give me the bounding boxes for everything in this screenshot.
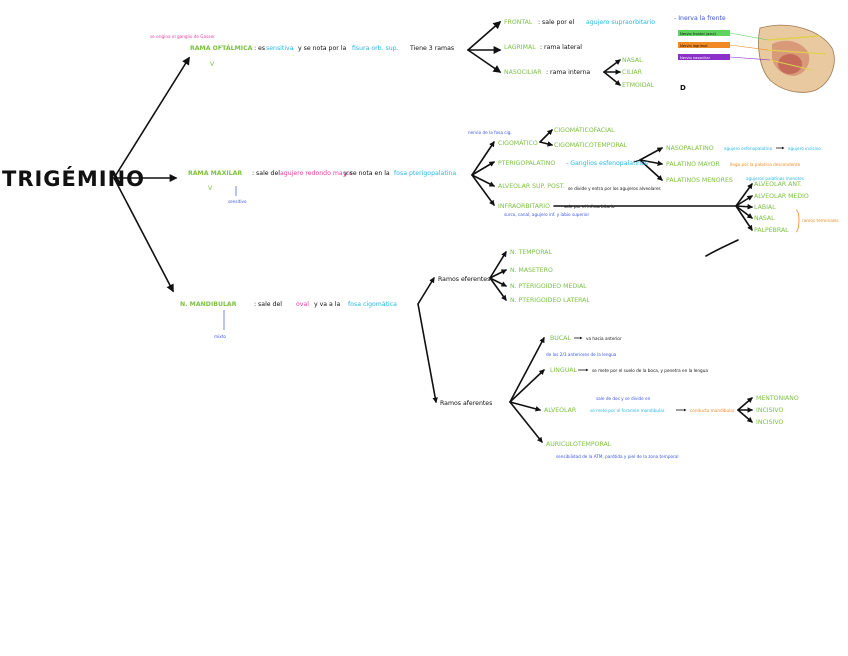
incisivo-b-label: INCISIVO — [756, 419, 783, 426]
cigomaticofacial-label: CIGOMÁTICOFACIAL — [554, 125, 615, 134]
oftalmica-word1: sensitiva — [266, 45, 294, 52]
maxilar-branch: RAMA MAXILAR : sale del agujero redondo … — [188, 125, 839, 257]
cigomaticotemporal-label: CIGOMÁTICOTEMPORAL — [554, 140, 628, 149]
nasociliar-label: NASOCILIAR — [504, 69, 542, 76]
maxilar-name: RAMA MAXILAR — [188, 170, 242, 177]
alveolar-sup-post-desc: se divide y entra por los agujeros alveo… — [568, 186, 661, 191]
maxilar-fossa-note: nervio de la fosa cig. — [468, 130, 512, 135]
pterigoideo-medial-label: N. PTERIGOIDEO MEDIAL — [510, 283, 587, 290]
sub-alveolar-ant: ALVEOLAR ANT. — [754, 181, 802, 188]
infraorbitario-label: INFRAORBITARIO — [498, 203, 550, 210]
maseterino-label: N. MASETERO — [510, 267, 553, 274]
main-branch-arrows — [113, 56, 190, 293]
alveolar-inf-desc1: se mete por el foramen mandibular — [590, 408, 665, 413]
incisivo-a-label: INCISIVO — [756, 407, 783, 414]
oftalmica-sep1: : es — [254, 45, 265, 52]
ramos-terminales-note: ramos terminales — [802, 218, 839, 223]
nasopalatino-label: NASOPALATINO — [666, 145, 714, 152]
cigomatico-label: CIGOMÁTICO — [498, 138, 538, 147]
lagrimal-desc: : rama lateral — [540, 44, 582, 51]
auriculotemporal-note: sensibilidad de la ATM, parótida y piel … — [556, 454, 679, 459]
lingual-note: de los 2/3 anteriores de la lengua — [546, 352, 617, 357]
nasal-label: NASAL — [622, 57, 643, 64]
palatinos-menores-desc: agujeros palatinos menores — [746, 176, 804, 181]
eferentes-label: Ramos eferentes — [438, 276, 490, 283]
frontal-label: FRONTAL — [504, 19, 533, 26]
sub-nasal: NASAL — [754, 215, 775, 222]
auriculotemporal-label: AURICULOTEMPORAL — [546, 441, 612, 448]
maxilar-sep1: : sale del — [252, 170, 280, 177]
mandibular-sign-note: mixto — [214, 334, 226, 339]
maxilar-word1: agujero redondo mayor — [280, 170, 353, 177]
anatomy-image: Nervio frontal (azul) Nervio lagrimal Ne… — [678, 24, 835, 93]
aferentes-label: Ramos aferentes — [440, 400, 492, 407]
infraorbitario-desc: sale por el infraorbitario — [564, 204, 615, 209]
mandibular-sep1: : sale del — [254, 301, 282, 308]
sub-labial: LABIAL — [754, 204, 776, 211]
mandibular-subarrows — [417, 251, 754, 443]
maxilar-word2: fosa pterigopalatina — [394, 170, 456, 177]
pterigopalatino-label: PTERIGOPALATINO — [498, 160, 555, 167]
nasociliar-desc: : rama interna — [546, 69, 590, 76]
mandibular-sep2: y va a la — [314, 301, 341, 308]
mandibular-word1: oval — [296, 301, 309, 308]
nasopalatino-desc1: agujero esfenopalatino — [724, 146, 773, 151]
alveolar-sup-post-label: ALVEOLAR SUP. POST. — [498, 183, 565, 190]
mandibular-name: N. MANDIBULAR — [180, 301, 237, 308]
lagrimal-label: LAGRIMAL — [504, 44, 536, 51]
oftalmica-tail: Tiene 3 ramas — [409, 45, 454, 52]
pterigoideo-lateral-label: N. PTERIGOIDEO LATERAL — [510, 297, 590, 304]
ciliar-label: CILIAR — [622, 69, 643, 76]
bucal-label: BUCAL — [550, 335, 571, 342]
image-label-2: Nervio lagrimal — [680, 44, 708, 48]
image-caption: D — [680, 84, 686, 92]
pterigopalatino-desc: - Ganglios esfenopalatinos — [566, 160, 648, 167]
frontal-desc2: agujero supraorbitario — [586, 19, 655, 26]
palatinos-menores-label: PALATINOS MENORES — [666, 177, 733, 184]
oftalmica-subarrows — [467, 20, 622, 86]
palatino-mayor-label: PALATINO MAYOR — [666, 161, 720, 168]
mandibular-branch: N. MANDIBULAR : sale del oval y va a la … — [180, 249, 799, 459]
infraorbitario-note: surco, canal, agujero inf. y labio super… — [504, 212, 589, 217]
oftalmica-sign: V — [210, 61, 215, 68]
nasopalatino-desc2: agujero incisivo — [788, 146, 821, 151]
palatino-mayor-desc: llega por la palatina descendente — [730, 162, 801, 167]
etmoidal-label: ETMOIDAL — [622, 82, 655, 89]
maxilar-sign-note: sensitivo — [228, 199, 247, 204]
image-label-3: Nervio nasociliar — [680, 56, 711, 60]
oftalmica-name: RAMA OFTÁLMICA — [190, 43, 253, 52]
image-label-1: Nervio frontal (azul) — [680, 32, 717, 36]
oftalmica-word2: fisura orb. sup. — [352, 45, 399, 52]
oftalmica-origin-note: se origina el ganglio de Gasser — [150, 34, 215, 39]
maxilar-sep2: y se nota en la — [344, 170, 390, 177]
frontal-note: - Inerva la frente — [674, 15, 726, 22]
oftalmica-sep2: y se nota por la — [298, 45, 346, 52]
alveolar-inf-desc2: conducto mandibular — [690, 408, 735, 413]
sub-alveolar-medio: ALVEOLAR MEDIO — [754, 193, 809, 200]
alveolar-inf-label: ALVEOLAR — [544, 407, 577, 414]
lingual-desc: se mete por el suelo de la boca, y penet… — [592, 368, 708, 373]
maxilar-sign: V — [208, 185, 213, 192]
mentoniano-label: MENTONIANO — [756, 395, 799, 402]
lingual-label: LINGUAL — [550, 367, 577, 374]
temporal-label: N. TEMPORAL — [510, 249, 552, 256]
bucal-desc: va hacia anterior — [586, 336, 622, 341]
maxilar-subarrows — [471, 129, 754, 257]
oftalmica-branch: se origina el ganglio de Gasser RAMA OFT… — [150, 15, 835, 93]
mandibular-word2: fosa cigomática — [348, 300, 397, 308]
sub-palpebral: PALPEBRAL — [754, 227, 789, 234]
frontal-desc1: : sale por el — [538, 19, 575, 26]
alveolar-inf-note: sale de dos y se divide en — [596, 396, 651, 401]
